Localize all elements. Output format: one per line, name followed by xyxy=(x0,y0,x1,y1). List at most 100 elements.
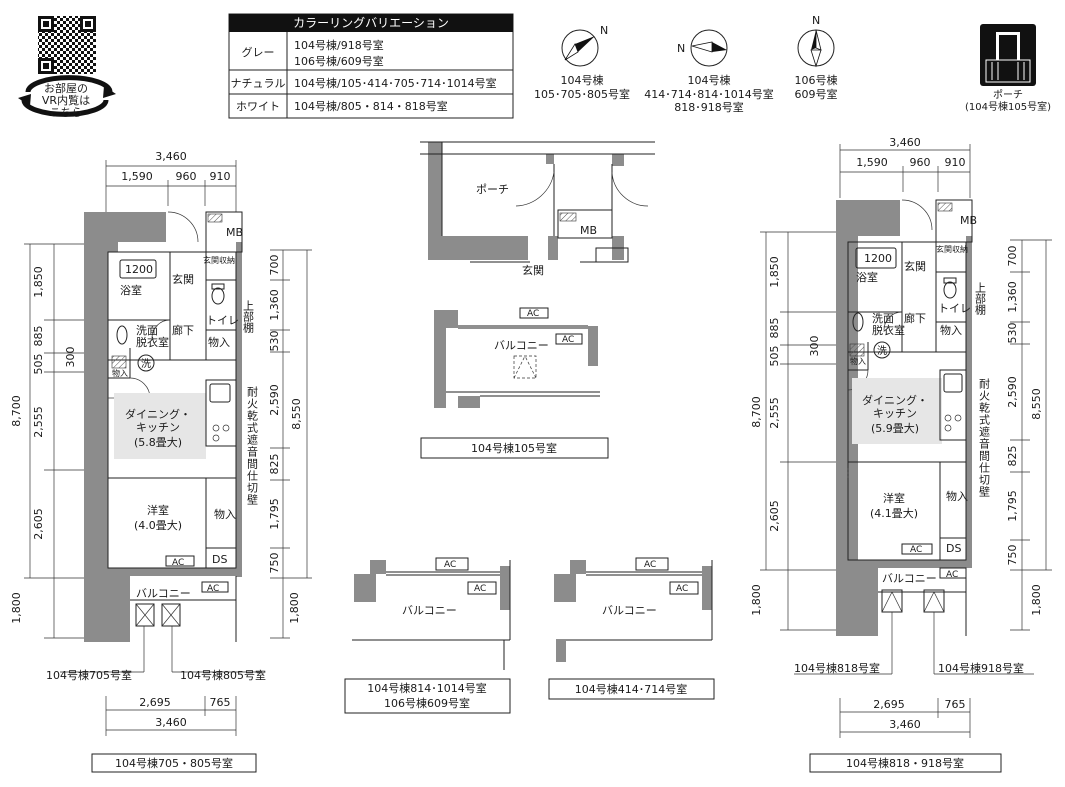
right-top-dim: 1,590 xyxy=(856,156,888,169)
left-side-dim: 1,850 xyxy=(32,266,45,298)
left-side-outer-dim: 8,700 xyxy=(10,395,23,427)
compass-1-icon xyxy=(561,29,599,67)
right-storage-small-label: 物入 xyxy=(850,356,866,366)
right-right-dim: 530 xyxy=(1006,323,1019,344)
right-hall-label: 廊下 xyxy=(904,311,926,325)
vr-caption-line-1: お部屋の xyxy=(44,81,88,95)
balcony-105-ac2-label: AC xyxy=(562,335,574,345)
left-side-dim: 505 xyxy=(32,354,45,375)
balcony-105-caption: 104号棟105号室 xyxy=(471,441,557,455)
right-washer-label: 洗 xyxy=(877,345,887,357)
left-side-dim: 1,800 xyxy=(10,592,23,624)
right-bath-label: 浴室 xyxy=(856,270,878,284)
balcony-814-caption: 104号棟814･1014号室 xyxy=(367,681,487,695)
porch-detail-plan xyxy=(420,141,655,263)
left-right-dim: 1,360 xyxy=(268,289,281,321)
right-bath-size: 1200 xyxy=(864,252,892,265)
compass-2-line: 818･918号室 xyxy=(674,100,744,114)
right-top-total-dim: 3,460 xyxy=(889,136,921,149)
left-washroom-label: 洗面 xyxy=(136,324,158,337)
right-side-dim: 1,850 xyxy=(768,256,781,288)
balcony-414-plan xyxy=(554,557,713,662)
left-genkan-label: 玄関 xyxy=(172,272,194,286)
right-genkan-storage-label: 玄関収納 xyxy=(936,244,968,254)
right-right-dim: 2,590 xyxy=(1006,376,1019,408)
left-plan-caption: 104号棟705・805号室 xyxy=(115,756,233,770)
right-side-dim: 2,555 xyxy=(768,397,781,429)
compass-1-line: 104号棟 xyxy=(561,73,604,87)
color-variation-table xyxy=(228,13,514,119)
left-right-dim: 1,795 xyxy=(268,498,281,530)
left-right-dim: 750 xyxy=(268,553,281,574)
compass-1-letter: N xyxy=(600,24,608,37)
compass-2-letter: N xyxy=(677,42,685,55)
color-table-header: カラーリングバリエーション xyxy=(293,16,449,30)
balcony-105-caption-box xyxy=(420,437,609,459)
vr-caption-line-3: こちら xyxy=(50,106,83,119)
right-right-outer-dim: 8,550 xyxy=(1030,388,1043,420)
left-bottom-total-dim: 3,460 xyxy=(155,716,187,729)
right-side-dim: 505 xyxy=(768,346,781,367)
color-row-value: 104号棟/805・814・818号室 xyxy=(294,99,448,113)
left-right-outer-dim: 8,550 xyxy=(290,398,303,430)
right-right-dim: 1,795 xyxy=(1006,490,1019,522)
left-washroom-label: 脱衣室 xyxy=(136,335,169,349)
left-storage-2-label: 物入 xyxy=(214,507,236,521)
right-side-outer-dim: 300 xyxy=(808,336,821,357)
right-side-dim: 1,800 xyxy=(750,584,763,616)
vr-qr-code[interactable] xyxy=(38,16,96,74)
balcony-414-label: バルコニー xyxy=(602,604,657,617)
right-bottom-dim: 2,695 xyxy=(873,698,905,711)
balcony-414-ac2-label: AC xyxy=(676,584,688,594)
right-toilet-label: トイレ xyxy=(938,302,971,315)
left-callout: 104号棟705号室 xyxy=(46,668,132,682)
right-bottom-dim: 765 xyxy=(945,698,966,711)
left-bottom-dim: 2,695 xyxy=(139,696,171,709)
balcony-814-ac2-label: AC xyxy=(474,584,486,594)
right-callout: 104号棟918号室 xyxy=(938,661,1024,675)
color-row-name: ホワイト xyxy=(236,100,280,113)
balcony-414-caption: 104号棟414･714号室 xyxy=(575,682,688,696)
balcony-414-ac-label: AC xyxy=(644,560,656,570)
left-wall-note: 耐火乾式遮音間仕切壁 xyxy=(246,386,259,506)
left-dk-label: ダイニング・ xyxy=(125,407,191,421)
balcony-814-caption: 106号棟609号室 xyxy=(384,696,470,710)
right-balcony-label: バルコニー xyxy=(882,572,937,585)
right-wall-note: 耐火乾式遮音間仕切壁 xyxy=(978,378,991,498)
porch-icon-label: ポーチ xyxy=(993,89,1023,101)
color-row-value: 104号棟/918号室 xyxy=(294,38,384,52)
right-right-dim: 1,360 xyxy=(1006,281,1019,313)
right-storage-2-label: 物入 xyxy=(946,489,968,503)
balcony-814-caption-box xyxy=(344,678,511,714)
right-caption-box xyxy=(809,753,1002,773)
right-right-dim: 1,800 xyxy=(1030,584,1043,616)
left-top-dim: 910 xyxy=(210,170,231,183)
right-floor-plan xyxy=(760,144,1052,738)
left-youshitsu-size: (4.0畳大) xyxy=(134,518,182,532)
left-ac2-label: AC xyxy=(207,584,219,594)
left-floor-plan xyxy=(24,160,312,736)
balcony-814-label: バルコニー xyxy=(402,604,457,617)
compass-3-icon xyxy=(797,29,835,68)
right-youshitsu-size: (4.1畳大) xyxy=(870,506,918,520)
color-row-value: 104号棟/105･414･705･714･1014号室 xyxy=(294,76,497,90)
right-youshitsu-label: 洋室 xyxy=(883,491,905,505)
left-bath-size: 1200 xyxy=(125,263,153,276)
left-dk-label: キッチン xyxy=(136,421,180,434)
right-dk-label: ダイニング・ xyxy=(862,393,928,407)
left-right-dim: 825 xyxy=(268,454,281,475)
right-right-dim: 825 xyxy=(1006,446,1019,467)
color-row-value: 106号棟/609号室 xyxy=(294,54,384,68)
right-washroom-label: 洗面 xyxy=(872,312,894,325)
left-top-dim: 960 xyxy=(176,170,197,183)
right-top-dim: 960 xyxy=(910,156,931,169)
left-callout: 104号棟805号室 xyxy=(180,668,266,682)
left-mb-label: MB xyxy=(226,226,243,239)
left-storage-label: 物入 xyxy=(208,335,230,349)
right-mb-label: MB xyxy=(960,214,977,227)
right-right-dim: 750 xyxy=(1006,545,1019,566)
vr-rotate-icon xyxy=(18,75,116,117)
porch-icon-note: (104号棟105号室) xyxy=(965,100,1051,113)
right-right-dim: 700 xyxy=(1006,246,1019,267)
left-right-dim: 530 xyxy=(268,331,281,352)
